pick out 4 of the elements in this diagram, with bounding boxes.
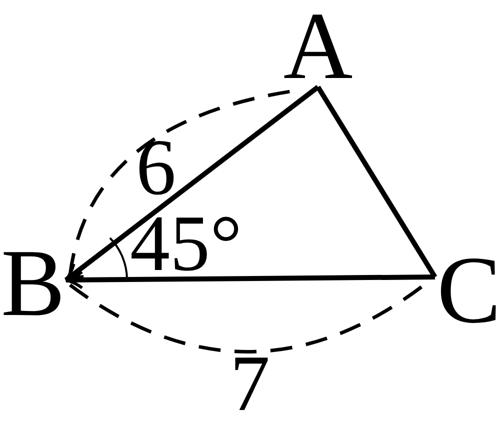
vertex-label: A xyxy=(283,0,353,94)
length-label: 7 xyxy=(230,344,270,424)
vertex-label: C xyxy=(436,242,502,338)
vertex-label: B xyxy=(0,235,66,331)
